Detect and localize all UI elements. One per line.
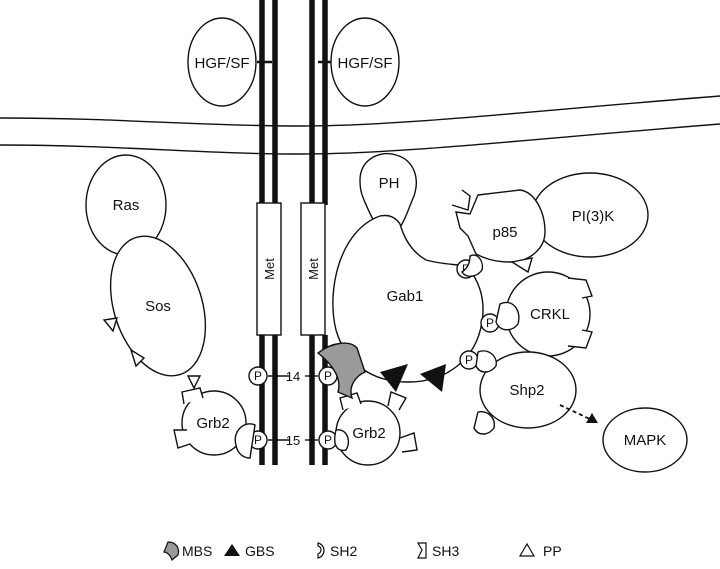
gab1-protein: Gab1 [332,214,484,383]
pp-motif [129,348,146,368]
legend-gbs-label: GBS [245,543,275,559]
phospho-label: P [254,433,262,447]
hgf-sf-ligand-left: HGF/SF [187,17,257,107]
grb2-right-label: Grb2 [352,425,385,442]
legend-mbs: MBS [163,541,212,562]
mbs-domain [316,342,366,400]
gbs-motif [420,364,446,392]
grb2-right-protein: Grb2 [334,391,418,466]
phospho-label: P [486,316,494,330]
shp2-label: Shp2 [509,382,544,399]
met-right-label: Met [306,258,321,280]
legend-gbs: GBS [224,543,275,559]
phospho-site-14-left: P [248,366,290,386]
p85-protein: p85 [451,189,546,277]
sos-label: Sos [145,298,171,315]
legend-sh2-label: SH2 [330,543,357,559]
crkl-protein: CRKL [495,271,593,357]
shp2-to-mapk-arrow [559,404,598,423]
phospho-label: P [465,353,473,367]
legend-pp-label: PP [543,543,562,559]
pp-motif [186,375,202,390]
pp-motif [102,317,118,333]
pi3k-protein: PI(3)K [531,172,649,258]
mapk-protein: MAPK [602,407,688,473]
ph-label: PH [379,175,400,192]
legend-mbs-label: MBS [182,543,212,559]
phospho-label: P [324,433,332,447]
met-receptor-dimer: Met Met [256,0,331,465]
hgf-sf-ligand-right: HGF/SF [330,17,400,107]
site-14-label: 14 [286,369,300,384]
mapk-label: MAPK [624,432,667,449]
phospho-site-15-left: P [248,430,290,450]
pi3k-label: PI(3)K [572,208,615,225]
hgf-sf-right-label: HGF/SF [338,55,393,72]
grb2-left-protein: Grb2 [173,387,256,459]
legend-pp: PP [518,542,562,559]
site-15-label: 15 [286,433,300,448]
legend-sh3: SH3 [416,542,459,559]
gab1-phospho-crkl: P [480,313,500,333]
sos-protein: Sos [102,235,207,390]
met-left-label: Met [262,258,277,280]
hgf-sf-left-label: HGF/SF [195,55,250,72]
ras-label: Ras [113,197,140,214]
ph-domain: PH [359,153,417,237]
crkl-label: CRKL [530,306,570,323]
gab1-phospho-shp2: P [459,350,479,370]
ras-protein: Ras [85,154,167,256]
p85-label: p85 [492,224,517,241]
cell-membrane [0,95,720,155]
phospho-label: P [324,369,332,383]
grb2-left-label: Grb2 [196,415,229,432]
phospho-label: P [254,369,262,383]
legend-sh2: SH2 [317,542,357,559]
legend-sh3-label: SH3 [432,543,459,559]
pp-motif [510,257,533,274]
shp2-protein: Shp2 [473,350,577,435]
legend: MBS GBS SH2 SH3 PP [163,541,562,562]
gab1-label: Gab1 [387,288,424,305]
gbs-motif [380,364,408,392]
